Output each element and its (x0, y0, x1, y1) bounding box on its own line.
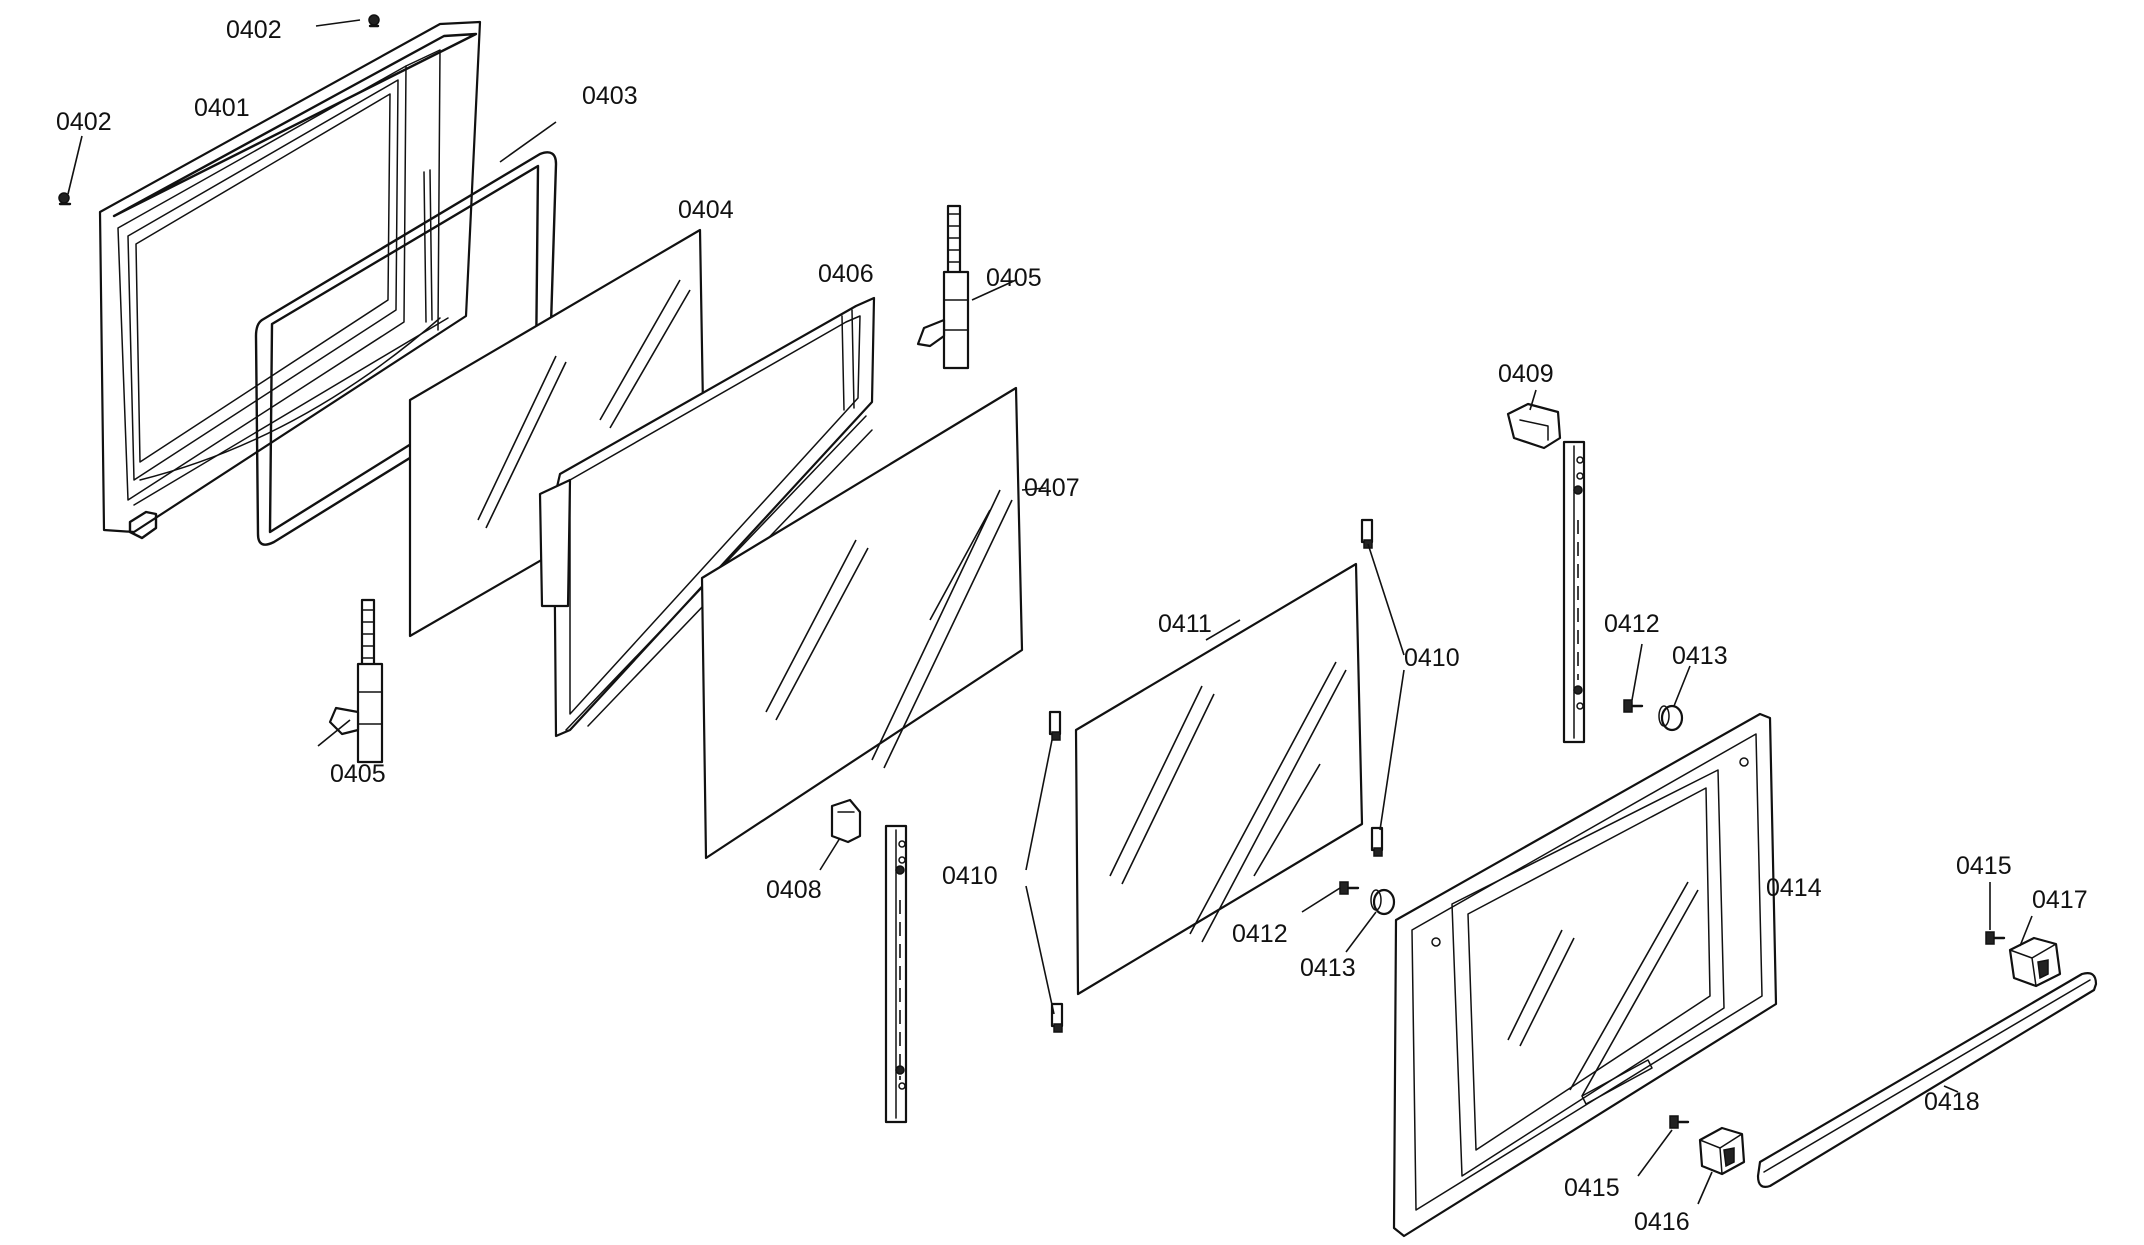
part-0407-glass-panel (700, 386, 1024, 860)
part-0405-hinge-right (916, 204, 970, 370)
part-0415-screw-left (1669, 1115, 1690, 1129)
part-0417-end-cap (2008, 936, 2062, 988)
label-0405-left: 0405 (330, 760, 386, 788)
part-0410-clip-lower-right (1370, 826, 1384, 857)
part-0408-bracket (830, 798, 862, 844)
part-0412-screw-upper (1623, 699, 1644, 713)
part-0409-bracket (1506, 402, 1562, 450)
label-0406: 0406 (818, 260, 874, 288)
part-0413-spacer-lower (1370, 888, 1396, 916)
part-0410-clip-upper-left (1048, 710, 1062, 741)
part-0418-handle-bar (1756, 972, 2098, 1188)
label-0401: 0401 (194, 94, 250, 122)
part-0413-spacer-upper (1658, 704, 1684, 732)
label-0413-upper: 0413 (1672, 642, 1728, 670)
part-0415-screw-right (1985, 931, 2006, 945)
label-0408: 0408 (766, 876, 822, 904)
label-0414: 0414 (1766, 874, 1822, 902)
part-0401-door-frame (98, 20, 482, 540)
label-0413-lower: 0413 (1300, 954, 1356, 982)
label-0418: 0418 (1924, 1088, 1980, 1116)
label-0415-left: 0415 (1564, 1174, 1620, 1202)
label-0411: 0411 (1158, 610, 1212, 638)
label-0403: 0403 (582, 82, 638, 110)
part-0402-screw-top (368, 14, 380, 28)
label-0410-left: 0410 (942, 862, 998, 890)
label-0412-upper: 0412 (1604, 610, 1660, 638)
part-0416-end-cap (1698, 1126, 1746, 1176)
label-0405-right: 0405 (986, 264, 1042, 292)
label-0410-right: 0410 (1404, 644, 1460, 672)
label-0404: 0404 (678, 196, 734, 224)
label-0416: 0416 (1634, 1208, 1690, 1236)
part-0402-screw-left (58, 192, 72, 206)
part-0409-rail (1562, 440, 1586, 744)
part-0410-clip-lower-left (1050, 1002, 1064, 1033)
part-0410-clip-upper-right (1360, 518, 1374, 549)
part-0408-rail (884, 824, 908, 1124)
part-0411-glass-panel (1074, 562, 1364, 996)
part-0414-outer-door (1392, 712, 1778, 1238)
label-0415-right: 0415 (1956, 852, 2012, 880)
part-0412-screw-lower (1339, 881, 1360, 895)
leader-lines (67, 19, 2033, 1205)
label-0402-top: 0402 (226, 16, 282, 44)
label-0407: 0407 (1024, 474, 1080, 502)
label-0402-left: 0402 (56, 108, 112, 136)
label-0409: 0409 (1498, 360, 1554, 388)
part-0405-hinge-left (328, 598, 384, 764)
label-0412-lower: 0412 (1232, 920, 1288, 948)
label-0417: 0417 (2032, 886, 2088, 914)
